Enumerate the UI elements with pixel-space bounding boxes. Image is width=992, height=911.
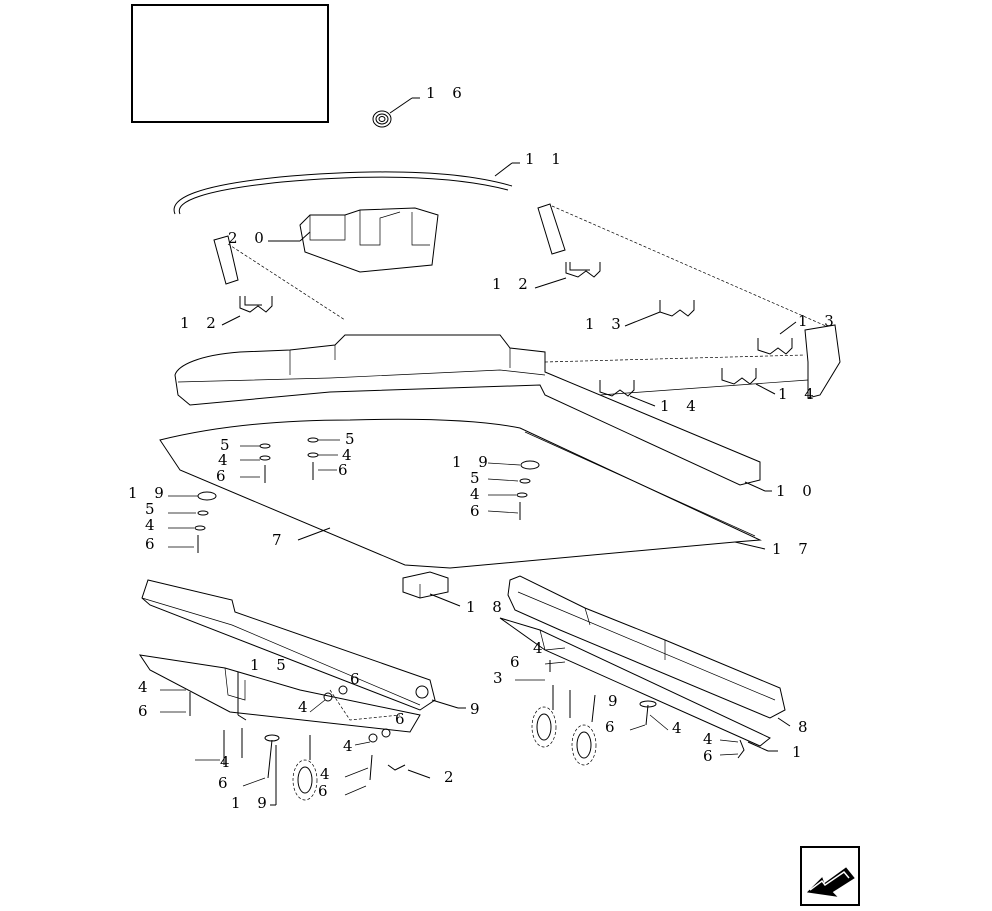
callout-19: 1 9 (128, 484, 170, 502)
callout-13-right: 1 3 (798, 312, 840, 330)
callout-6: 6 (703, 747, 719, 765)
part-8-lower-right (499, 575, 791, 766)
callout-18: 1 8 (466, 598, 508, 616)
callout-16: 1 6 (426, 84, 468, 102)
callout-4: 4 (145, 516, 161, 534)
arrow-left-down-icon (806, 867, 855, 897)
callout-5: 5 (220, 436, 236, 454)
callout-6: 6 (605, 718, 621, 736)
callout-4: 4 (298, 698, 314, 716)
callout-4: 4 (220, 753, 236, 771)
part-18-block (402, 571, 461, 607)
callout-12-right: 1 2 (492, 275, 534, 293)
callout-19: 1 9 (231, 794, 273, 812)
callout-6: 6 (138, 702, 154, 720)
callout-1: 1 (792, 743, 808, 761)
callout-10: 1 0 (776, 482, 818, 500)
callout-labels: 1 6 1 1 2 0 1 2 1 2 1 3 1 3 1 4 1 4 1 0 … (128, 84, 840, 812)
callout-6: 6 (510, 653, 526, 671)
callout-12-left: 1 2 (180, 314, 222, 332)
callout-19: 1 9 (452, 453, 494, 471)
callout-6: 6 (395, 710, 411, 728)
callout-6: 6 (470, 502, 486, 520)
callout-4: 4 (470, 485, 486, 503)
navigation-arrow-button[interactable] (800, 846, 860, 906)
callout-6: 6 (216, 467, 232, 485)
callout-8: 8 (798, 718, 814, 736)
callout-5: 5 (345, 430, 361, 448)
part-11-seal-strip (173, 162, 520, 215)
callout-4: 4 (138, 678, 154, 696)
callout-4: 4 (343, 737, 359, 755)
callout-6: 6 (218, 774, 234, 792)
callout-7: 7 (272, 531, 288, 549)
callout-15: 1 5 (250, 656, 292, 674)
callout-3: 3 (493, 669, 509, 687)
callout-6: 6 (145, 535, 161, 553)
callout-13-left: 1 3 (585, 315, 627, 333)
callout-4: 4 (320, 765, 336, 783)
callout-6: 6 (338, 461, 354, 479)
callout-2: 2 (444, 768, 460, 786)
callout-17: 1 7 (772, 540, 814, 558)
callout-11: 1 1 (525, 150, 567, 168)
callout-14-left: 1 4 (660, 397, 702, 415)
title-block (131, 4, 329, 123)
callout-5: 5 (145, 500, 161, 518)
callout-9: 9 (470, 700, 486, 718)
callout-4: 4 (672, 719, 688, 737)
callout-20: 2 0 (228, 229, 270, 247)
callout-14-right: 1 4 (778, 385, 820, 403)
fasteners-upper (168, 437, 540, 553)
part-10-housing (174, 203, 841, 492)
callout-6: 6 (318, 782, 334, 800)
callout-4: 4 (342, 446, 358, 464)
part-9-lower-left (138, 579, 466, 806)
callout-4: 4 (703, 730, 719, 748)
callout-6: 6 (350, 670, 366, 688)
part-20-bracket (268, 207, 439, 273)
callout-5: 5 (470, 469, 486, 487)
callout-9: 9 (608, 692, 624, 710)
callout-4: 4 (533, 639, 549, 657)
clip-parts (221, 262, 797, 407)
part-16-grommet (372, 97, 420, 128)
callout-4: 4 (218, 451, 234, 469)
